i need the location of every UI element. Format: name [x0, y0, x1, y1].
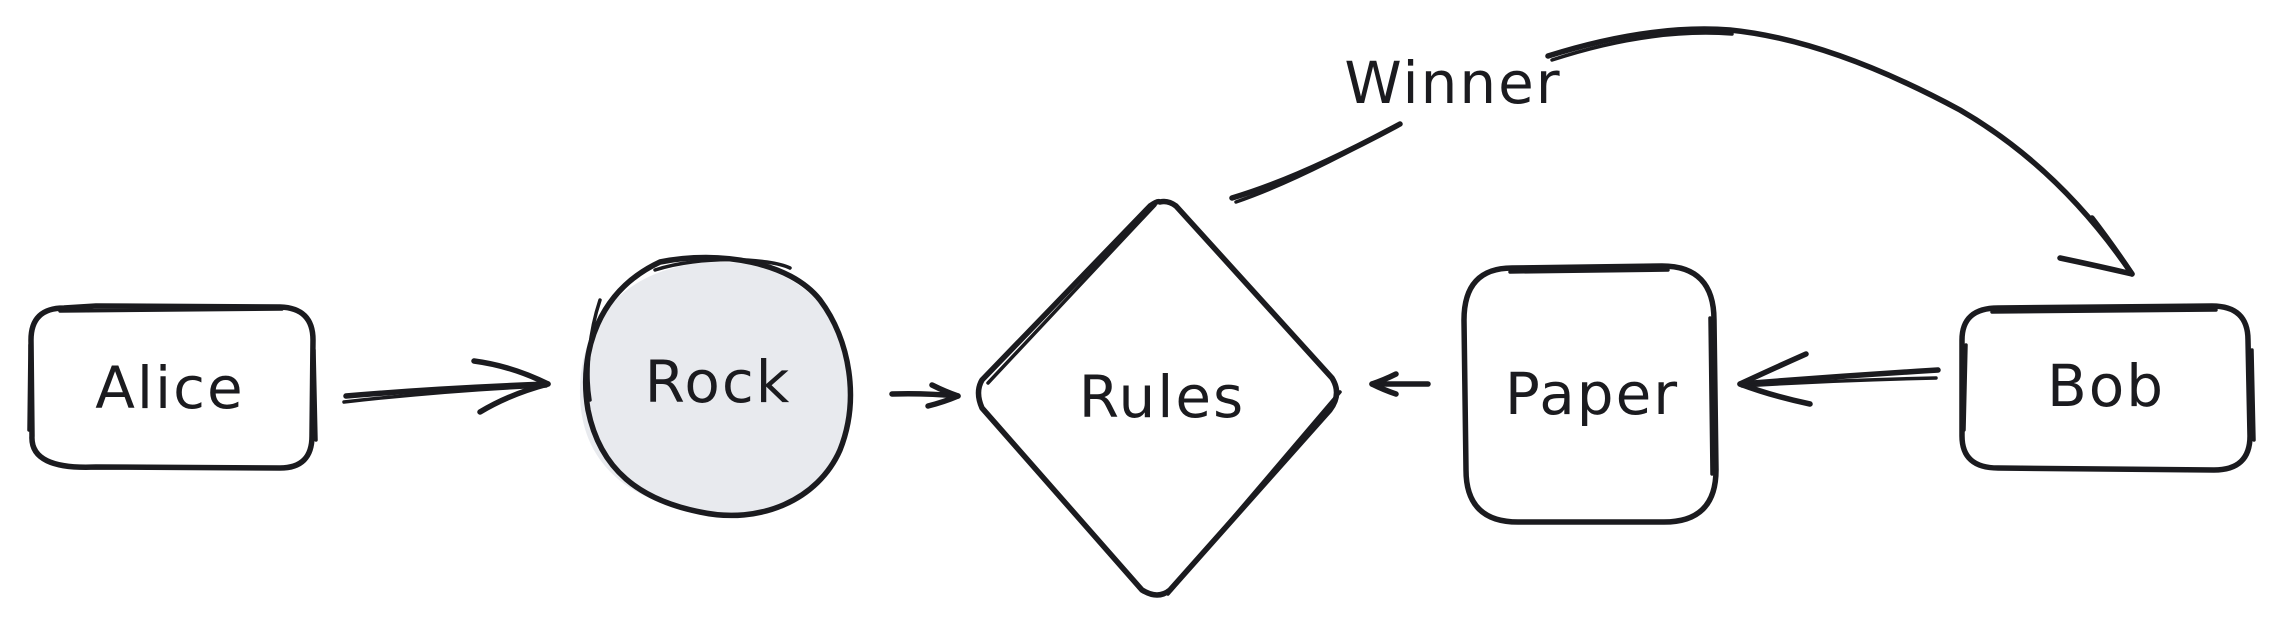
node-bob[interactable]: Bob [1959, 303, 2256, 473]
node-rock-label: Rock [645, 348, 792, 416]
edge-winner-label: Winner [1344, 49, 1561, 117]
edge-alice-to-rock[interactable] [342, 358, 551, 415]
node-alice[interactable]: Alice [27, 303, 318, 471]
node-paper[interactable]: Paper [1461, 263, 1719, 525]
node-paper-label: Paper [1505, 360, 1679, 428]
node-rules[interactable]: Rules [975, 198, 1342, 598]
edge-rock-to-rules[interactable] [889, 382, 961, 409]
edge-rules-to-bob[interactable]: Winner [1229, 26, 2135, 277]
edge-paper-to-rules[interactable] [1369, 371, 1431, 397]
edge-bob-to-paper[interactable] [1737, 351, 1941, 407]
node-rock[interactable]: Rock [579, 254, 854, 519]
node-rules-label: Rules [1079, 363, 1245, 431]
node-alice-label: Alice [95, 354, 244, 422]
node-bob-label: Bob [2047, 352, 2165, 420]
